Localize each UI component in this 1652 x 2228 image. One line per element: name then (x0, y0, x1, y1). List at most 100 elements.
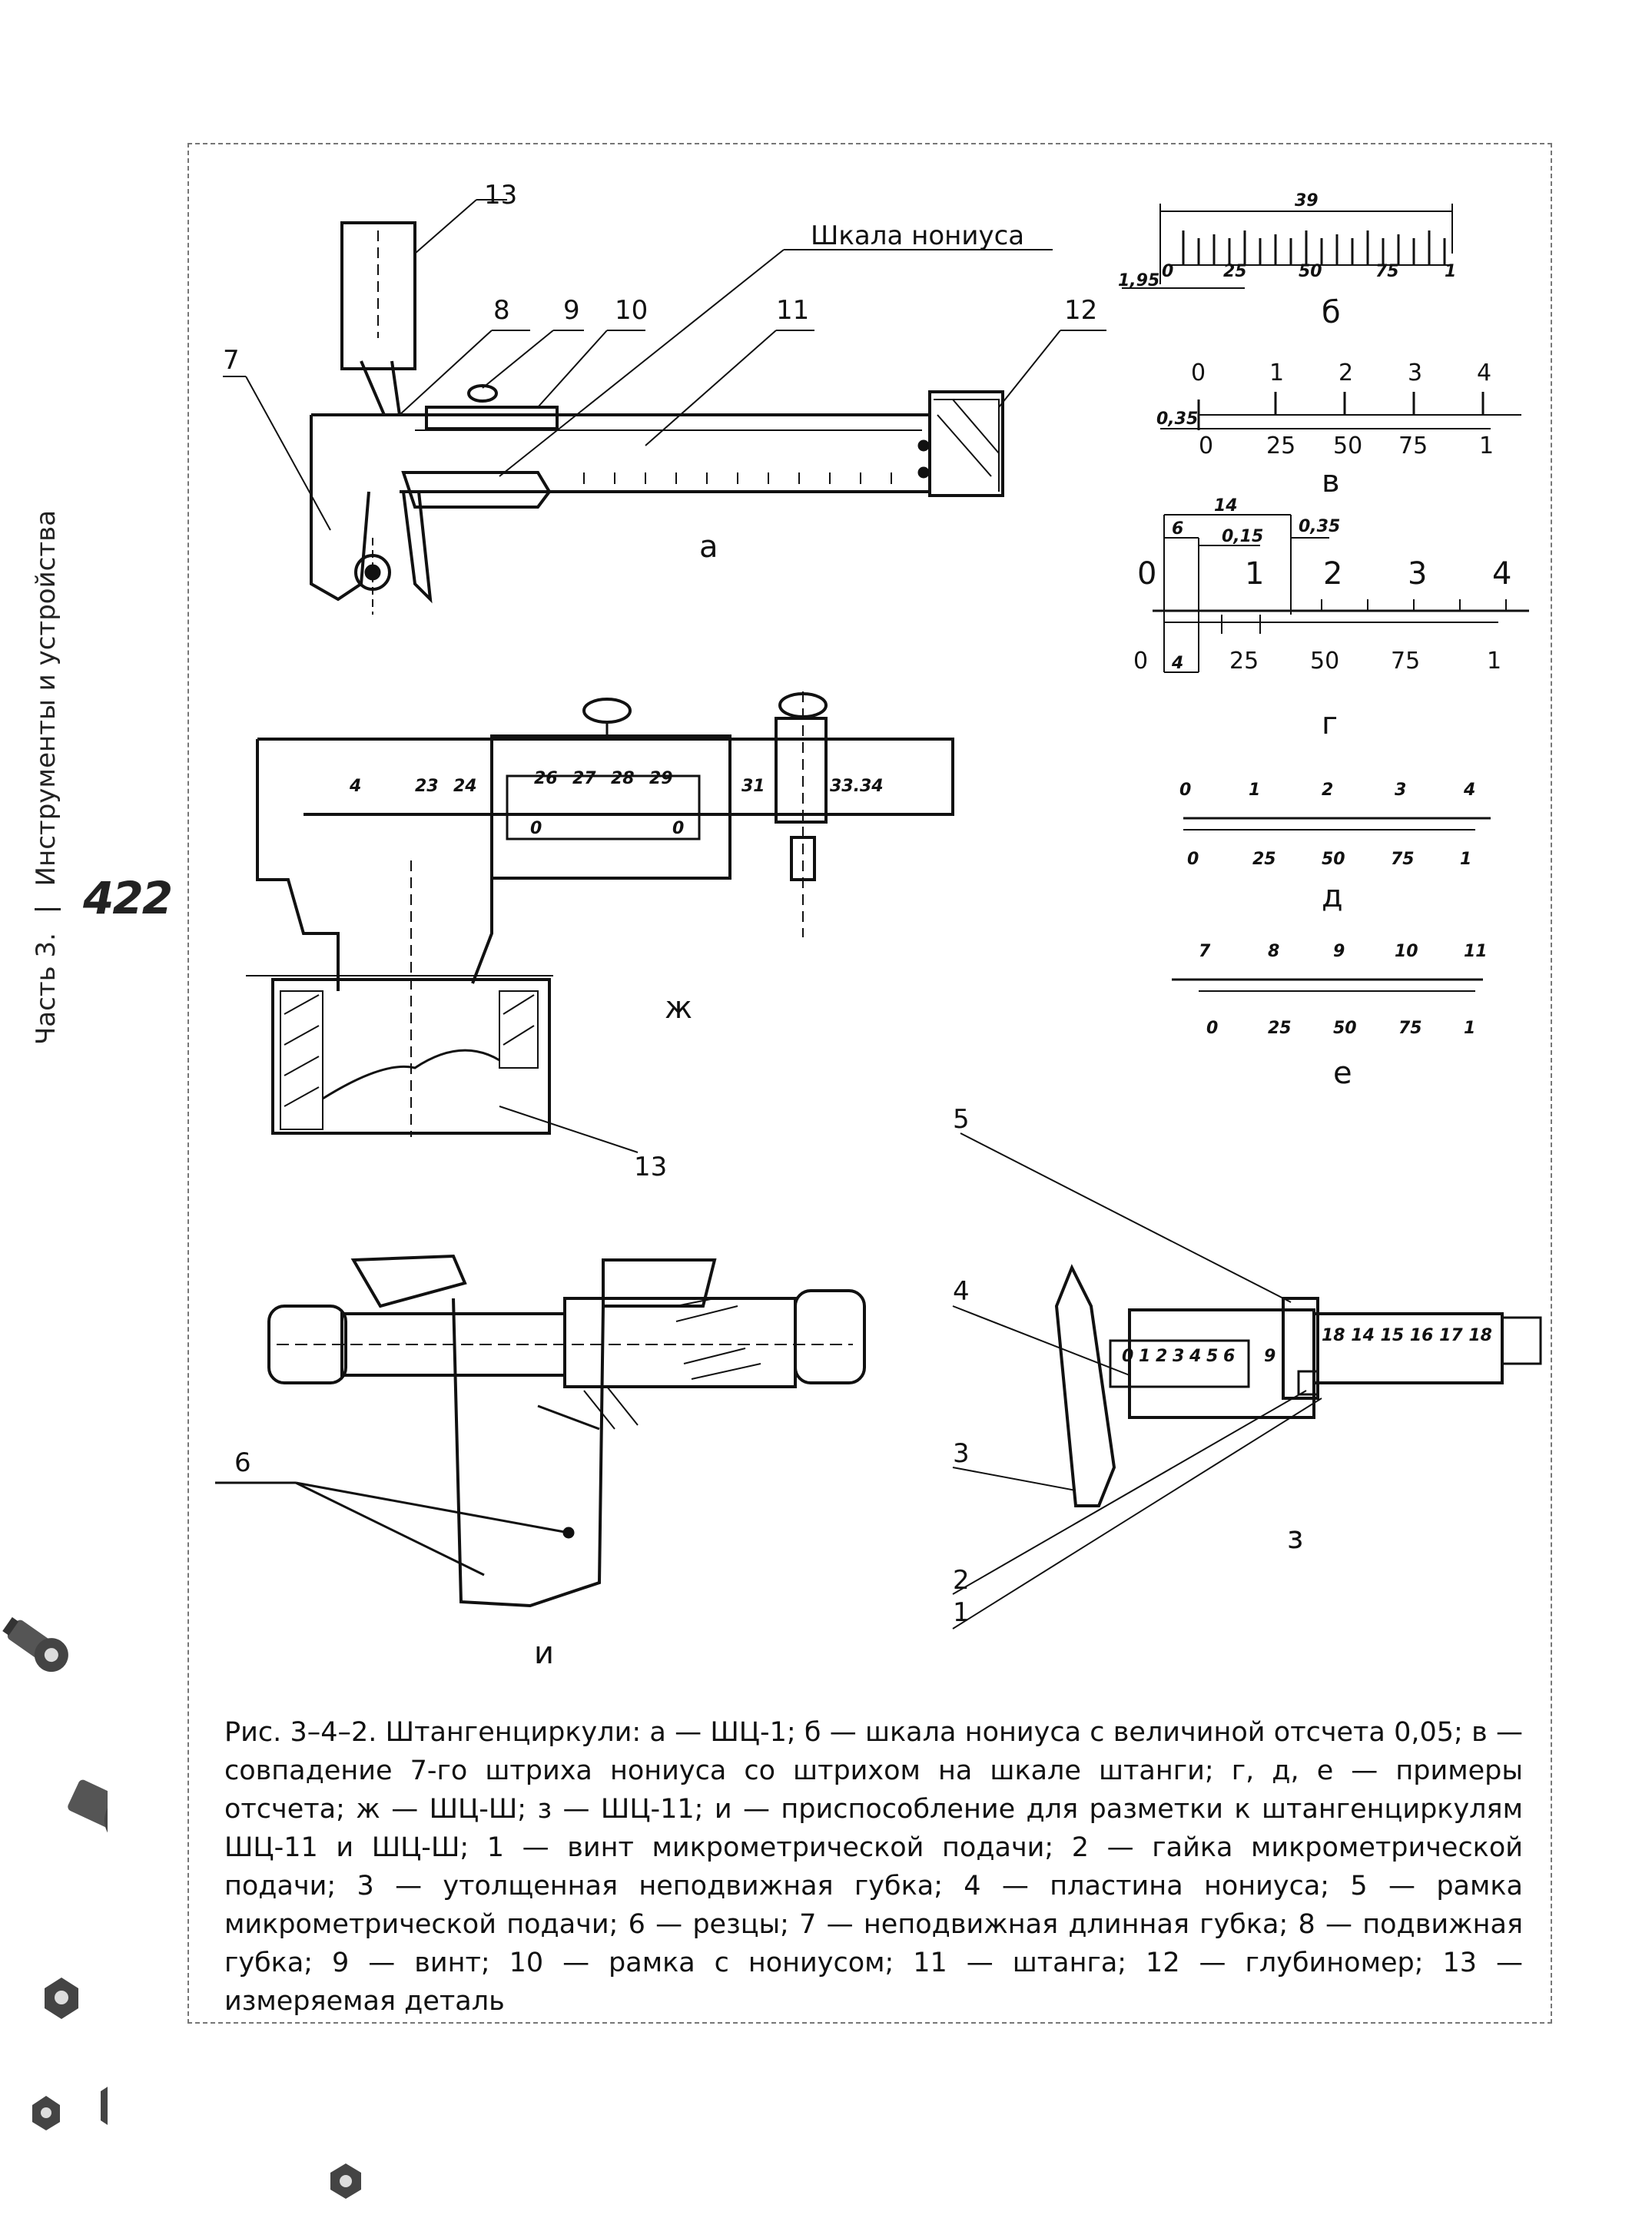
e-main-tick: 7 (1199, 942, 1211, 961)
v-offset: 0,35 (1156, 409, 1198, 429)
b-tick: 25 (1223, 262, 1247, 281)
e-main-tick: 11 (1464, 942, 1488, 961)
panel-letter-e: е (1333, 1056, 1352, 1091)
d-vernier-tick: 1 (1460, 850, 1471, 869)
panel-letter-d: д (1322, 879, 1343, 914)
panel-letter-zh: ж (665, 990, 692, 1026)
b-top-dim: 39 (1295, 191, 1319, 211)
v-vernier-tick: 75 (1398, 433, 1428, 459)
g-vernier-tick: 25 (1229, 648, 1259, 675)
d-main-tick: 4 (1463, 781, 1475, 800)
g-dim: 6 (1172, 519, 1183, 539)
callout-12: 12 (1064, 295, 1097, 326)
vernier-scale-b: 39 1,95 0 25 50 75 1 б (1118, 191, 1456, 330)
nut-icon (32, 2096, 60, 2130)
page-number: 422 (83, 872, 173, 924)
zh-vernier-number: 0 (530, 819, 542, 838)
nut-icon (330, 2163, 361, 2199)
callout-9: 9 (563, 295, 580, 326)
zh-scale-number: 4 (349, 777, 361, 796)
callout-13: 13 (484, 180, 517, 211)
figure-frame (187, 143, 1552, 2024)
z-scale-number: 0 (1122, 1347, 1133, 1366)
e-main-tick: 9 (1333, 942, 1345, 961)
g-main-tick: 4 (1492, 556, 1511, 592)
zh-scale-number: 27 (572, 769, 596, 788)
d-vernier-tick: 25 (1252, 850, 1276, 869)
e-vernier-tick: 50 (1333, 1019, 1357, 1038)
z-bar-numbers: 18 14 15 16 17 18 (1322, 1326, 1492, 1345)
z-scale-number: 5 (1206, 1347, 1218, 1366)
callout-13: 13 (634, 1152, 667, 1182)
bolt-icon (68, 1779, 108, 1847)
bar-ticks (583, 472, 892, 484)
g-main-tick: 2 (1323, 556, 1342, 592)
zh-scale-number: 23 (415, 777, 439, 796)
panel-letter-g: г (1322, 706, 1338, 741)
v-vernier-tick: 1 (1479, 433, 1494, 459)
z-scale-number: 9 (1264, 1347, 1275, 1366)
v-main-tick: 3 (1408, 360, 1422, 386)
zh-scale-number: 28 (611, 769, 635, 788)
zh-scale-number: 26 (534, 769, 558, 788)
callout-5: 5 (953, 1104, 970, 1135)
bolt-decorations (2, 1616, 108, 2130)
vernier-scale-label: Шкала нониуса (811, 220, 1024, 251)
z-scale-number: 4 (1189, 1347, 1201, 1366)
zh-scale-number: 29 (649, 769, 673, 788)
callout-6: 6 (234, 1447, 251, 1478)
e-main-tick: 10 (1395, 942, 1418, 961)
panel-letter-z: з (1287, 1520, 1303, 1556)
d-main-tick: 2 (1322, 781, 1333, 800)
vernier-scale-d: 0 1 2 3 4 0 25 50 75 1 д (1179, 781, 1491, 914)
e-main-tick: 8 (1268, 942, 1279, 961)
d-main-tick: 3 (1395, 781, 1406, 800)
e-vernier-tick: 25 (1268, 1019, 1292, 1038)
callout-11: 11 (776, 295, 809, 326)
zh-scale-number: 24 (453, 777, 477, 796)
b-tick: 50 (1299, 262, 1322, 281)
callout-3: 3 (953, 1438, 970, 1469)
v-main-tick: 0 (1191, 360, 1206, 386)
vernier-scale-g: 14 6 0,15 0,35 4 0 1 2 3 4 0 25 50 75 1 … (1133, 496, 1529, 741)
d-main-tick: 1 (1249, 781, 1260, 800)
e-vernier-tick: 1 (1464, 1019, 1475, 1038)
callout-7: 7 (223, 345, 240, 376)
b-tick: 75 (1375, 262, 1399, 281)
z-scale-number: 6 (1223, 1347, 1235, 1366)
z-scale-number: 3 (1173, 1347, 1184, 1366)
v-vernier-tick: 50 (1333, 433, 1362, 459)
v-main-tick: 1 (1269, 360, 1284, 386)
callout-4: 4 (953, 1276, 970, 1307)
callout-8: 8 (493, 295, 510, 326)
v-vernier-tick: 0 (1199, 433, 1213, 459)
v-vernier-tick: 25 (1266, 433, 1295, 459)
g-vernier-tick: 75 (1391, 648, 1420, 675)
panel-letter-v: в (1322, 464, 1340, 499)
g-main-tick: 0 (1137, 556, 1156, 592)
b-left-dim: 1,95 (1118, 271, 1159, 290)
panel-letter-b: б (1322, 295, 1341, 330)
g-dim: 0,15 (1222, 527, 1263, 546)
b-tick: 1 (1445, 262, 1456, 281)
callout-2: 2 (953, 1565, 970, 1596)
g-vernier-tick: 0 (1133, 648, 1148, 675)
g-vernier-tick: 50 (1310, 648, 1339, 675)
g-main-tick: 1 (1245, 556, 1264, 592)
b-tick: 0 (1162, 262, 1173, 281)
callout-10: 10 (615, 295, 648, 326)
g-dim: 0,35 (1299, 517, 1340, 536)
marking-attachment: 6 и (215, 1254, 866, 1671)
panel-letter-i: и (534, 1636, 554, 1671)
bolt-icon (2, 1616, 68, 1673)
nut-icon (101, 2087, 108, 2125)
caliper-shc-sh: 4 23 24 26 27 28 29 31 33.34 0 0 13 ж (246, 691, 954, 1182)
g-vernier-tick: 1 (1487, 648, 1501, 675)
e-vernier-tick: 0 (1206, 1019, 1218, 1038)
g-dim: 14 (1214, 496, 1238, 516)
vernier-scale-v: 0 1 2 3 4 0,35 0 25 50 75 1 в (1156, 360, 1521, 499)
zh-scale-number: 33.34 (830, 777, 884, 796)
zh-scale-number: 31 (741, 777, 765, 796)
